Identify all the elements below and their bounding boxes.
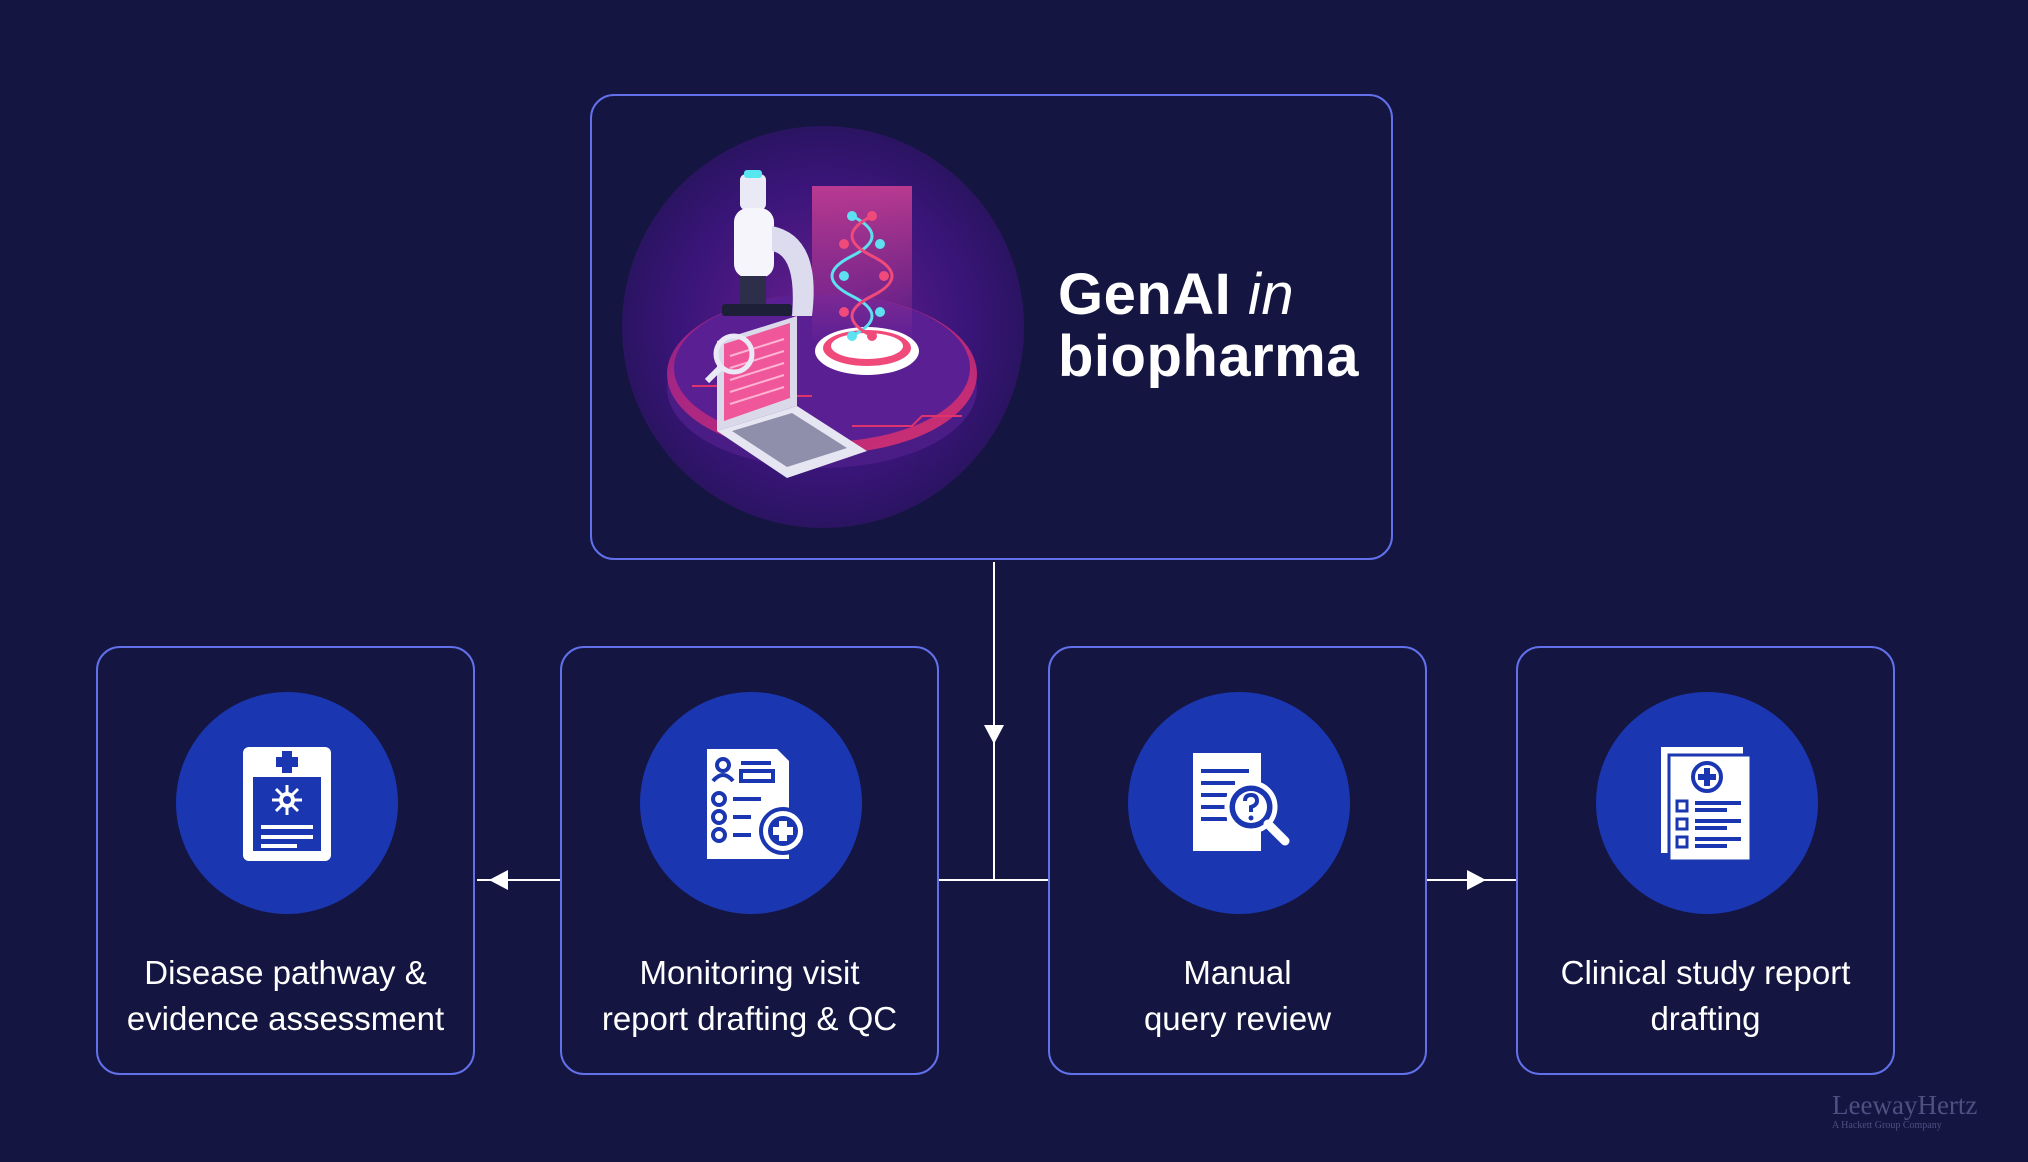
arrow-right-icon xyxy=(1467,870,1486,890)
card-monitoring-visit: Monitoring visit report drafting & QC xyxy=(560,646,939,1075)
card-label-line1: Manual xyxy=(1183,954,1292,991)
clinical-report-checklist-icon xyxy=(1661,747,1753,863)
card-label-line2: evidence assessment xyxy=(126,1000,445,1037)
hero-title: GenAI in biopharma xyxy=(1058,264,1359,388)
icon-circle xyxy=(640,692,862,914)
card-label: Monitoring visit report drafting & QC xyxy=(562,950,937,1042)
card-label-line1: Monitoring visit xyxy=(639,954,860,991)
card-label-line1: Clinical study report xyxy=(1560,954,1851,991)
hero-title-line2: biopharma xyxy=(1058,324,1359,389)
card-label: Disease pathway & evidence assessment xyxy=(98,950,473,1042)
card-label-line2: report drafting & QC xyxy=(601,1000,898,1037)
icon-circle xyxy=(176,692,398,914)
icon-circle xyxy=(1596,692,1818,914)
checklist-document-plus-icon xyxy=(707,749,807,859)
card-label-line2: drafting xyxy=(1650,1000,1761,1037)
logo-tagline: A Hackett Group Company xyxy=(1832,1120,1942,1131)
card-label: Clinical study report drafting xyxy=(1518,950,1893,1042)
hero-title-italic: in xyxy=(1247,262,1295,327)
icon-circle xyxy=(1128,692,1350,914)
card-label-line1: Disease pathway & xyxy=(144,954,427,991)
arrow-left-icon xyxy=(489,870,508,890)
logo-name: LeewayHertz xyxy=(1832,1090,1978,1120)
medical-report-virus-icon xyxy=(243,747,331,861)
microscope-dna-laptop-illustration xyxy=(622,126,1024,528)
hero-card: GenAI in biopharma xyxy=(590,94,1393,560)
card-label: Manual query review xyxy=(1050,950,1425,1042)
document-search-question-icon xyxy=(1193,753,1290,851)
card-disease-pathway: Disease pathway & evidence assessment xyxy=(96,646,475,1075)
arrow-down-icon xyxy=(984,725,1004,744)
card-label-line2: query review xyxy=(1143,1000,1332,1037)
card-manual-query: Manual query review xyxy=(1048,646,1427,1075)
card-clinical-study: Clinical study report drafting xyxy=(1516,646,1895,1075)
hero-title-bold: GenAI xyxy=(1058,262,1232,327)
company-logo: LeewayHertz A Hackett Group Company xyxy=(1832,1090,1977,1132)
